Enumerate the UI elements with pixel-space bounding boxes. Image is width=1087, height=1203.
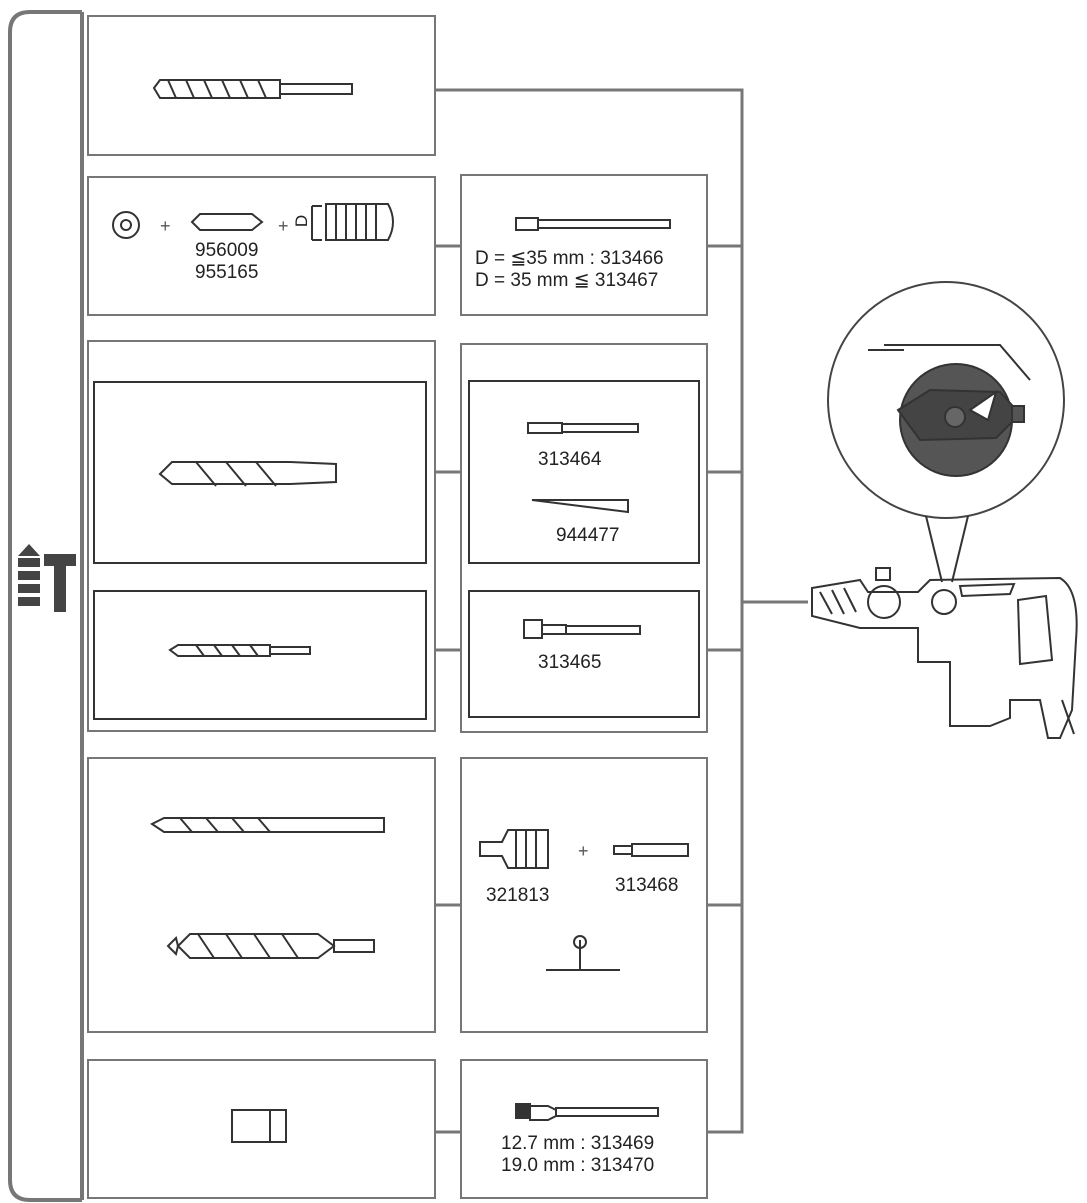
row5-adapter-box bbox=[460, 1059, 708, 1199]
row5-socket-box bbox=[87, 1059, 436, 1199]
row1-bit-box bbox=[87, 15, 436, 156]
square-drive-small-label: 12.7 mm : 313469 bbox=[501, 1133, 655, 1154]
connector-lines bbox=[436, 88, 808, 1134]
chuck-adapter-code: 313468 bbox=[615, 875, 679, 896]
square-drive-large-label: 19.0 mm : 313470 bbox=[501, 1155, 655, 1176]
left-bracket bbox=[8, 10, 82, 1202]
taper-adapter-code: 313465 bbox=[538, 652, 602, 673]
row3-sds-adapter-box bbox=[468, 380, 700, 564]
core-adapter-large-label: D = 35 mm ≦ 313467 bbox=[475, 270, 659, 291]
row4-adapter-box bbox=[460, 757, 708, 1033]
core-adapter-small-label: D = ≦35 mm : 313466 bbox=[475, 248, 664, 269]
row2-adapter-box bbox=[460, 174, 708, 316]
hammer-drill-icon bbox=[18, 544, 76, 612]
d-label: D bbox=[292, 214, 312, 228]
row4-bit-box bbox=[87, 757, 436, 1033]
sds-adapter-code: 313464 bbox=[538, 449, 602, 470]
center-drill-code-2: 955165 bbox=[195, 262, 259, 283]
drift-key-code: 944477 bbox=[556, 525, 620, 546]
row3-large-bit-box bbox=[93, 381, 427, 564]
row3-taper-adapter-box bbox=[468, 590, 700, 718]
row3-small-bit-box bbox=[93, 590, 427, 720]
row2-bit-box bbox=[87, 176, 436, 316]
chuck-code: 321813 bbox=[486, 885, 550, 906]
center-drill-code-1: 956009 bbox=[195, 240, 259, 261]
rotary-hammer-icon bbox=[811, 281, 1078, 739]
